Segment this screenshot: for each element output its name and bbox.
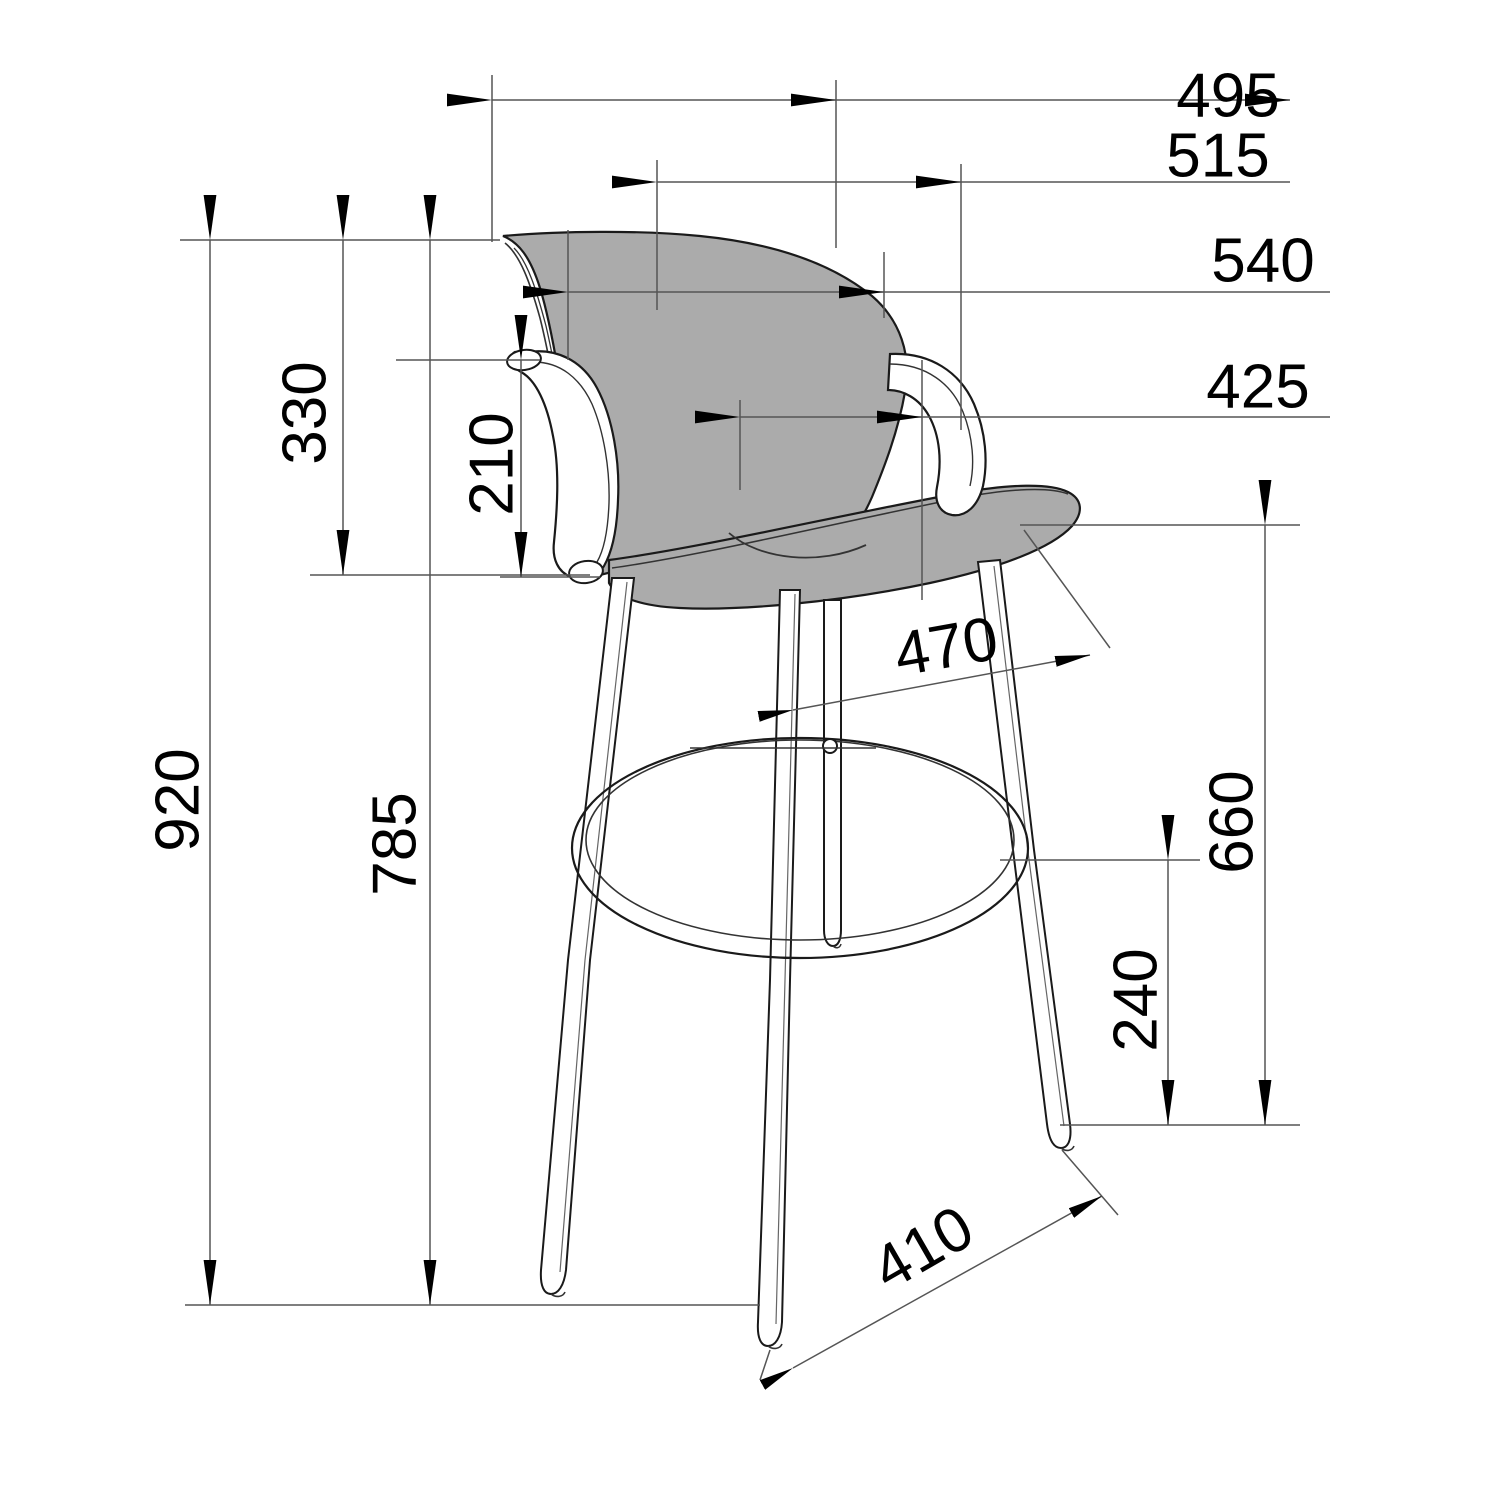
dimension-label-495: 495 bbox=[1176, 61, 1279, 130]
chair-illustration bbox=[502, 230, 1081, 1350]
dimension-label-470: 470 bbox=[889, 604, 1003, 690]
dimension-label-330: 330 bbox=[270, 361, 339, 464]
dimension-label-515: 515 bbox=[1166, 121, 1269, 190]
dimension-label-660: 660 bbox=[1197, 770, 1266, 873]
dimension-label-410: 410 bbox=[861, 1193, 985, 1304]
seat bbox=[607, 484, 1081, 610]
dimension-label-210: 210 bbox=[457, 412, 526, 515]
dimension-label-240: 240 bbox=[1101, 948, 1170, 1051]
dimension-lines bbox=[180, 75, 1330, 1390]
dimension-label-785: 785 bbox=[360, 792, 429, 895]
ext-line-410-right bbox=[1061, 1149, 1119, 1216]
armrest-far bbox=[886, 352, 987, 517]
dimension-labels: 495 515 540 425 330 210 920 785 470 660 … bbox=[143, 61, 1314, 1304]
dim-line-470 bbox=[757, 654, 1091, 722]
dimension-label-920: 920 bbox=[143, 748, 212, 851]
ext-line-470-right bbox=[1023, 529, 1111, 649]
dimension-label-540: 540 bbox=[1211, 226, 1314, 295]
footring bbox=[570, 736, 1030, 960]
ext-line-410-left bbox=[759, 1349, 771, 1381]
legs bbox=[539, 558, 1075, 1350]
dimension-label-425: 425 bbox=[1206, 352, 1309, 421]
dim-line-410 bbox=[759, 1195, 1103, 1390]
